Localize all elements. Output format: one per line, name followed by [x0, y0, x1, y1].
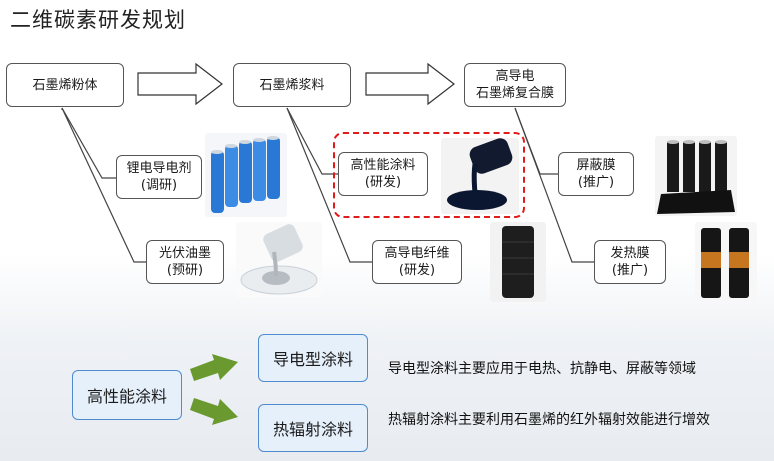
high-performance-coating-box: 高性能涂料: [72, 370, 182, 420]
shield-film-rolls-image: [655, 136, 737, 216]
battery-additive-status: (调研): [140, 178, 178, 193]
shield-film-label: 屏蔽膜: [576, 158, 616, 173]
coating-status: (研发): [364, 175, 402, 190]
ink-pour-image: [236, 222, 322, 298]
coating-label: 高性能涂料: [350, 158, 416, 173]
pv-ink-status: (预研): [166, 263, 204, 278]
heating-film-label: 发热膜: [610, 246, 650, 261]
graphene-powder-label: 石墨烯粉体: [32, 77, 98, 93]
graphene-slurry-node: 石墨烯浆料: [233, 63, 351, 107]
pv-ink-label: 光伏油墨: [158, 246, 211, 261]
conductive-coating-box: 导电型涂料: [258, 334, 368, 382]
radiant-coating-label: 热辐射涂料: [272, 420, 353, 439]
page-title: 二维碳素研发规划: [10, 8, 186, 32]
conductive-fiber-label: 高导电纤维: [384, 246, 450, 261]
heating-film-status: (推广): [611, 263, 649, 278]
conductive-coating-label: 导电型涂料: [272, 350, 353, 369]
heating-film-rolls-image: [695, 222, 757, 302]
fiber-spool-image: [490, 222, 546, 302]
highlight-dashed-frame: [333, 132, 525, 218]
conductive-fiber-status: (研发): [398, 263, 436, 278]
radiant-coating-description: 热辐射涂料主要利用石墨烯的红外辐射效能进行增效: [388, 412, 710, 428]
heating-film-node: 发热膜 (推广): [594, 240, 666, 284]
coating-node: 高性能涂料 (研发): [338, 152, 428, 196]
battery-cells-image: [205, 133, 287, 217]
composite-film-line2: 石墨烯复合膜: [475, 86, 554, 101]
title-mask: [0, 0, 18, 48]
composite-film-line1: 高导电: [495, 69, 535, 84]
high-performance-coating-label: 高性能涂料: [86, 387, 167, 406]
battery-additive-node: 锂电导电剂 (调研): [116, 155, 202, 199]
coating-pour-image: [441, 138, 519, 214]
graphene-slurry-label: 石墨烯浆料: [259, 77, 325, 93]
pv-ink-node: 光伏油墨 (预研): [146, 240, 224, 284]
graphene-powder-node: 石墨烯粉体: [6, 63, 124, 107]
radiant-coating-box: 热辐射涂料: [258, 404, 368, 452]
battery-additive-label: 锂电导电剂: [126, 161, 192, 176]
shield-film-status: (推广): [577, 175, 615, 190]
shield-film-node: 屏蔽膜 (推广): [558, 152, 634, 196]
conductive-fiber-node: 高导电纤维 (研发): [372, 240, 462, 284]
composite-film-node: 高导电 石墨烯复合膜: [464, 63, 566, 107]
conductive-coating-description: 导电型涂料主要应用于电热、抗静电、屏蔽等领域: [388, 361, 696, 377]
